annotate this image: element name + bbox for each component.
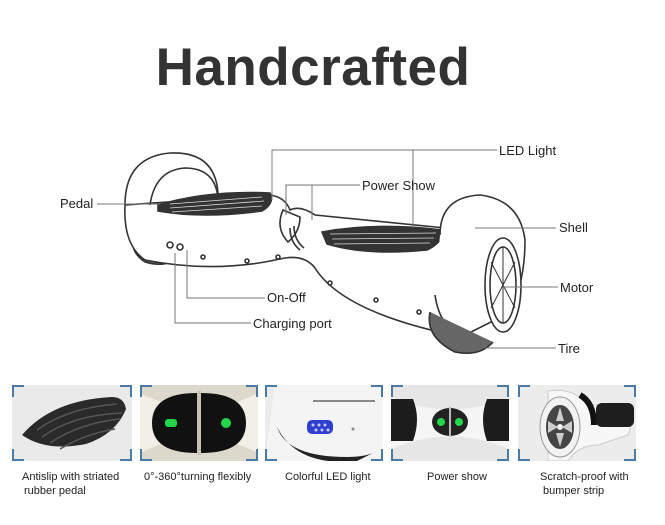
bracket-corner	[120, 449, 132, 461]
label-motor: Motor	[560, 280, 594, 295]
feature-caption: Antislip with striated rubber pedal	[22, 470, 119, 498]
label-pedal: Pedal	[60, 196, 94, 211]
feature-image-center-joint	[140, 385, 258, 461]
bracket-corner	[497, 449, 509, 461]
bracket-corner	[265, 385, 277, 397]
blue-led-icon	[265, 385, 383, 461]
bracket-corner	[391, 449, 403, 461]
bracket-corner	[518, 449, 530, 461]
bracket-corner	[518, 385, 530, 397]
hoverboard-diagram: LED Light Power Show Pedal Shell Motor O…	[0, 130, 665, 370]
power-show-indicator-icon	[391, 397, 509, 449]
feature-caption: Scratch-proof with bumper strip	[540, 470, 629, 498]
bracket-corner	[140, 449, 152, 461]
feature-caption: Colorful LED light	[285, 470, 371, 484]
label-charging-port: Charging port	[253, 316, 332, 331]
center-joint-led-icon	[140, 385, 258, 461]
feature-image-power-show	[391, 385, 509, 461]
bracket-corner	[246, 385, 258, 397]
label-tire: Tire	[558, 341, 580, 356]
bracket-corner	[246, 449, 258, 461]
feature-image-led-light	[265, 385, 383, 461]
label-power-show: Power Show	[362, 178, 435, 193]
caption-line: rubber pedal	[24, 485, 86, 497]
bracket-corner	[120, 385, 132, 397]
feature-image-rubber-pedal	[12, 385, 132, 461]
wheel-bumper-icon	[539, 389, 634, 461]
bracket-corner	[12, 385, 24, 397]
feature-image-wheel-bumper	[518, 385, 636, 461]
feature-caption: 0°-360°turning flexibly	[144, 470, 251, 484]
bracket-corner	[391, 385, 403, 397]
hoverboard-illustration	[97, 149, 558, 355]
label-shell: Shell	[559, 220, 588, 235]
bracket-corner	[12, 449, 24, 461]
caption-line: bumper strip	[543, 485, 605, 497]
bracket-corner	[624, 385, 636, 397]
bracket-corner	[497, 385, 509, 397]
bracket-corner	[265, 449, 277, 461]
page-title: Handcrafted	[155, 38, 471, 97]
label-on-off: On-Off	[267, 290, 306, 305]
caption-line: 0°-360°turning flexibly	[144, 471, 252, 483]
bracket-corner	[371, 449, 383, 461]
caption-line: Colorful LED light	[285, 471, 371, 483]
caption-line: Scratch-proof with	[540, 471, 629, 483]
bracket-corner	[371, 385, 383, 397]
caption-line: Antislip with striated	[22, 471, 120, 483]
feature-caption: Power show	[427, 470, 487, 484]
feature-gallery: Antislip with striated rubber pedal 0°-3…	[0, 375, 665, 525]
bracket-corner	[624, 449, 636, 461]
label-led-light: LED Light	[499, 143, 557, 158]
bracket-corner	[140, 385, 152, 397]
rubber-pedal-icon	[22, 397, 126, 450]
caption-line: Power show	[427, 471, 487, 483]
